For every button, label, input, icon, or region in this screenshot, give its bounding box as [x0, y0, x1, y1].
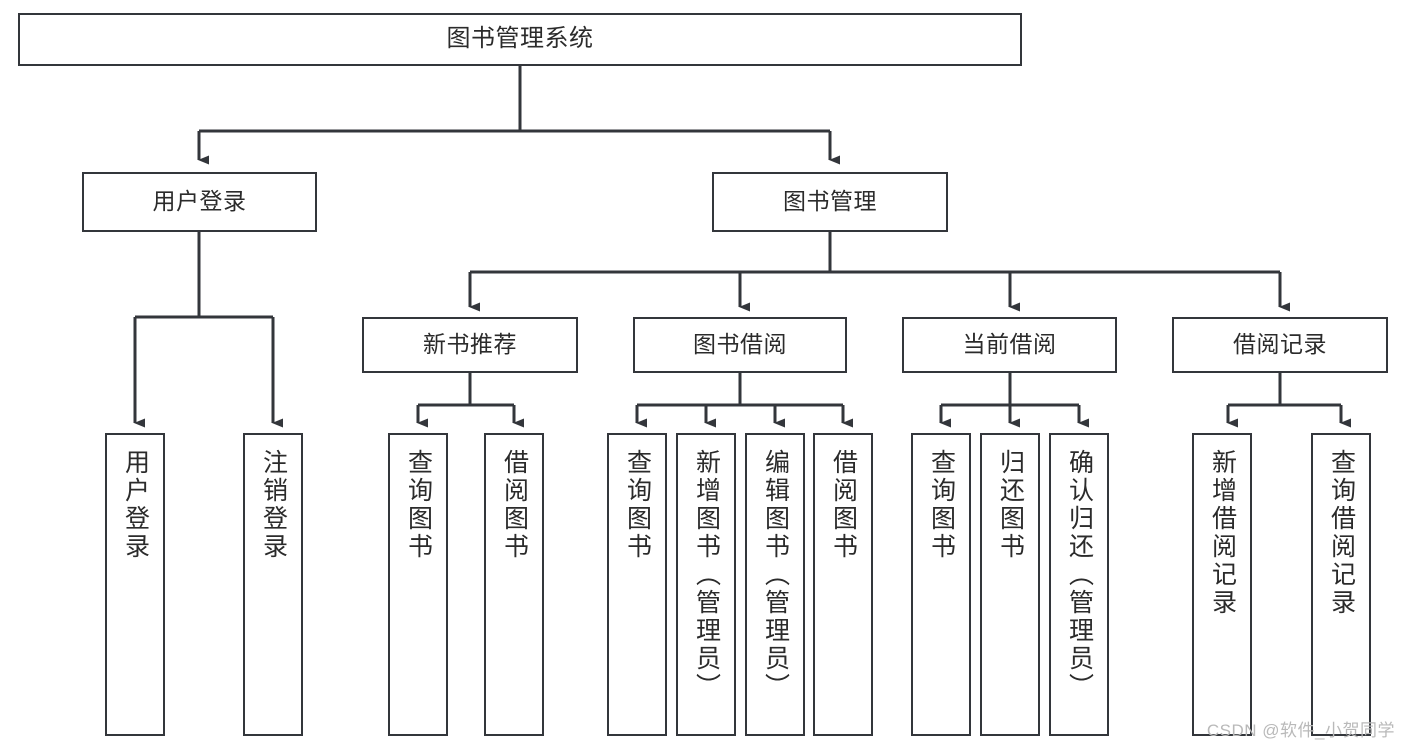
- leaf-edit-book[interactable]: 编辑图书（管理员）: [745, 433, 805, 736]
- node-label: 新增借阅记录: [1208, 449, 1237, 617]
- leaf-query-book-current[interactable]: 查询图书: [911, 433, 971, 736]
- node-label: 注销登录: [259, 449, 288, 561]
- node-book-management[interactable]: 图书管理: [712, 172, 948, 232]
- node-label: 借阅图书: [829, 449, 858, 561]
- node-new-book-recommend[interactable]: 新书推荐: [362, 317, 578, 373]
- node-label: 图书管理: [783, 188, 877, 215]
- node-label: 用户登录: [121, 449, 150, 561]
- node-label: 新书推荐: [423, 331, 517, 358]
- node-label: 编辑图书（管理员）: [761, 449, 790, 701]
- leaf-query-borrow-record[interactable]: 查询借阅记录: [1311, 433, 1371, 736]
- leaf-confirm-return[interactable]: 确认归还（管理员）: [1049, 433, 1109, 736]
- node-current-borrow[interactable]: 当前借阅: [902, 317, 1117, 373]
- node-label: 图书借阅: [693, 331, 787, 358]
- node-label: 确认归还（管理员）: [1065, 449, 1094, 701]
- leaf-user-logout[interactable]: 注销登录: [243, 433, 303, 736]
- leaf-query-book-borrow[interactable]: 查询图书: [607, 433, 667, 736]
- node-user-login[interactable]: 用户登录: [82, 172, 317, 232]
- leaf-user-login[interactable]: 用户登录: [105, 433, 165, 736]
- leaf-return-book[interactable]: 归还图书: [980, 433, 1040, 736]
- node-label: 当前借阅: [962, 331, 1057, 358]
- leaf-borrow-book[interactable]: 借阅图书: [813, 433, 873, 736]
- leaf-add-book[interactable]: 新增图书（管理员）: [676, 433, 736, 736]
- node-borrow-record[interactable]: 借阅记录: [1172, 317, 1388, 373]
- leaf-add-borrow-record[interactable]: 新增借阅记录: [1192, 433, 1252, 736]
- leaf-query-book-recommend[interactable]: 查询图书: [388, 433, 448, 736]
- node-label: 归还图书: [996, 449, 1025, 561]
- node-book-borrow[interactable]: 图书借阅: [633, 317, 847, 373]
- leaf-borrow-book-recommend[interactable]: 借阅图书: [484, 433, 544, 736]
- node-root-book-management-system[interactable]: 图书管理系统: [18, 13, 1022, 66]
- csdn-watermark: CSDN @软件_小贺同学: [1206, 721, 1395, 740]
- node-label: 用户登录: [152, 188, 247, 215]
- node-label: 新增图书（管理员）: [692, 449, 721, 701]
- node-label: 查询图书: [623, 449, 652, 561]
- node-label: 查询图书: [927, 449, 956, 561]
- node-label: 借阅记录: [1233, 331, 1327, 358]
- node-label: 借阅图书: [500, 449, 529, 561]
- node-label: 图书管理系统: [446, 25, 594, 53]
- node-label: 查询借阅记录: [1327, 449, 1356, 617]
- node-label: 查询图书: [404, 449, 433, 561]
